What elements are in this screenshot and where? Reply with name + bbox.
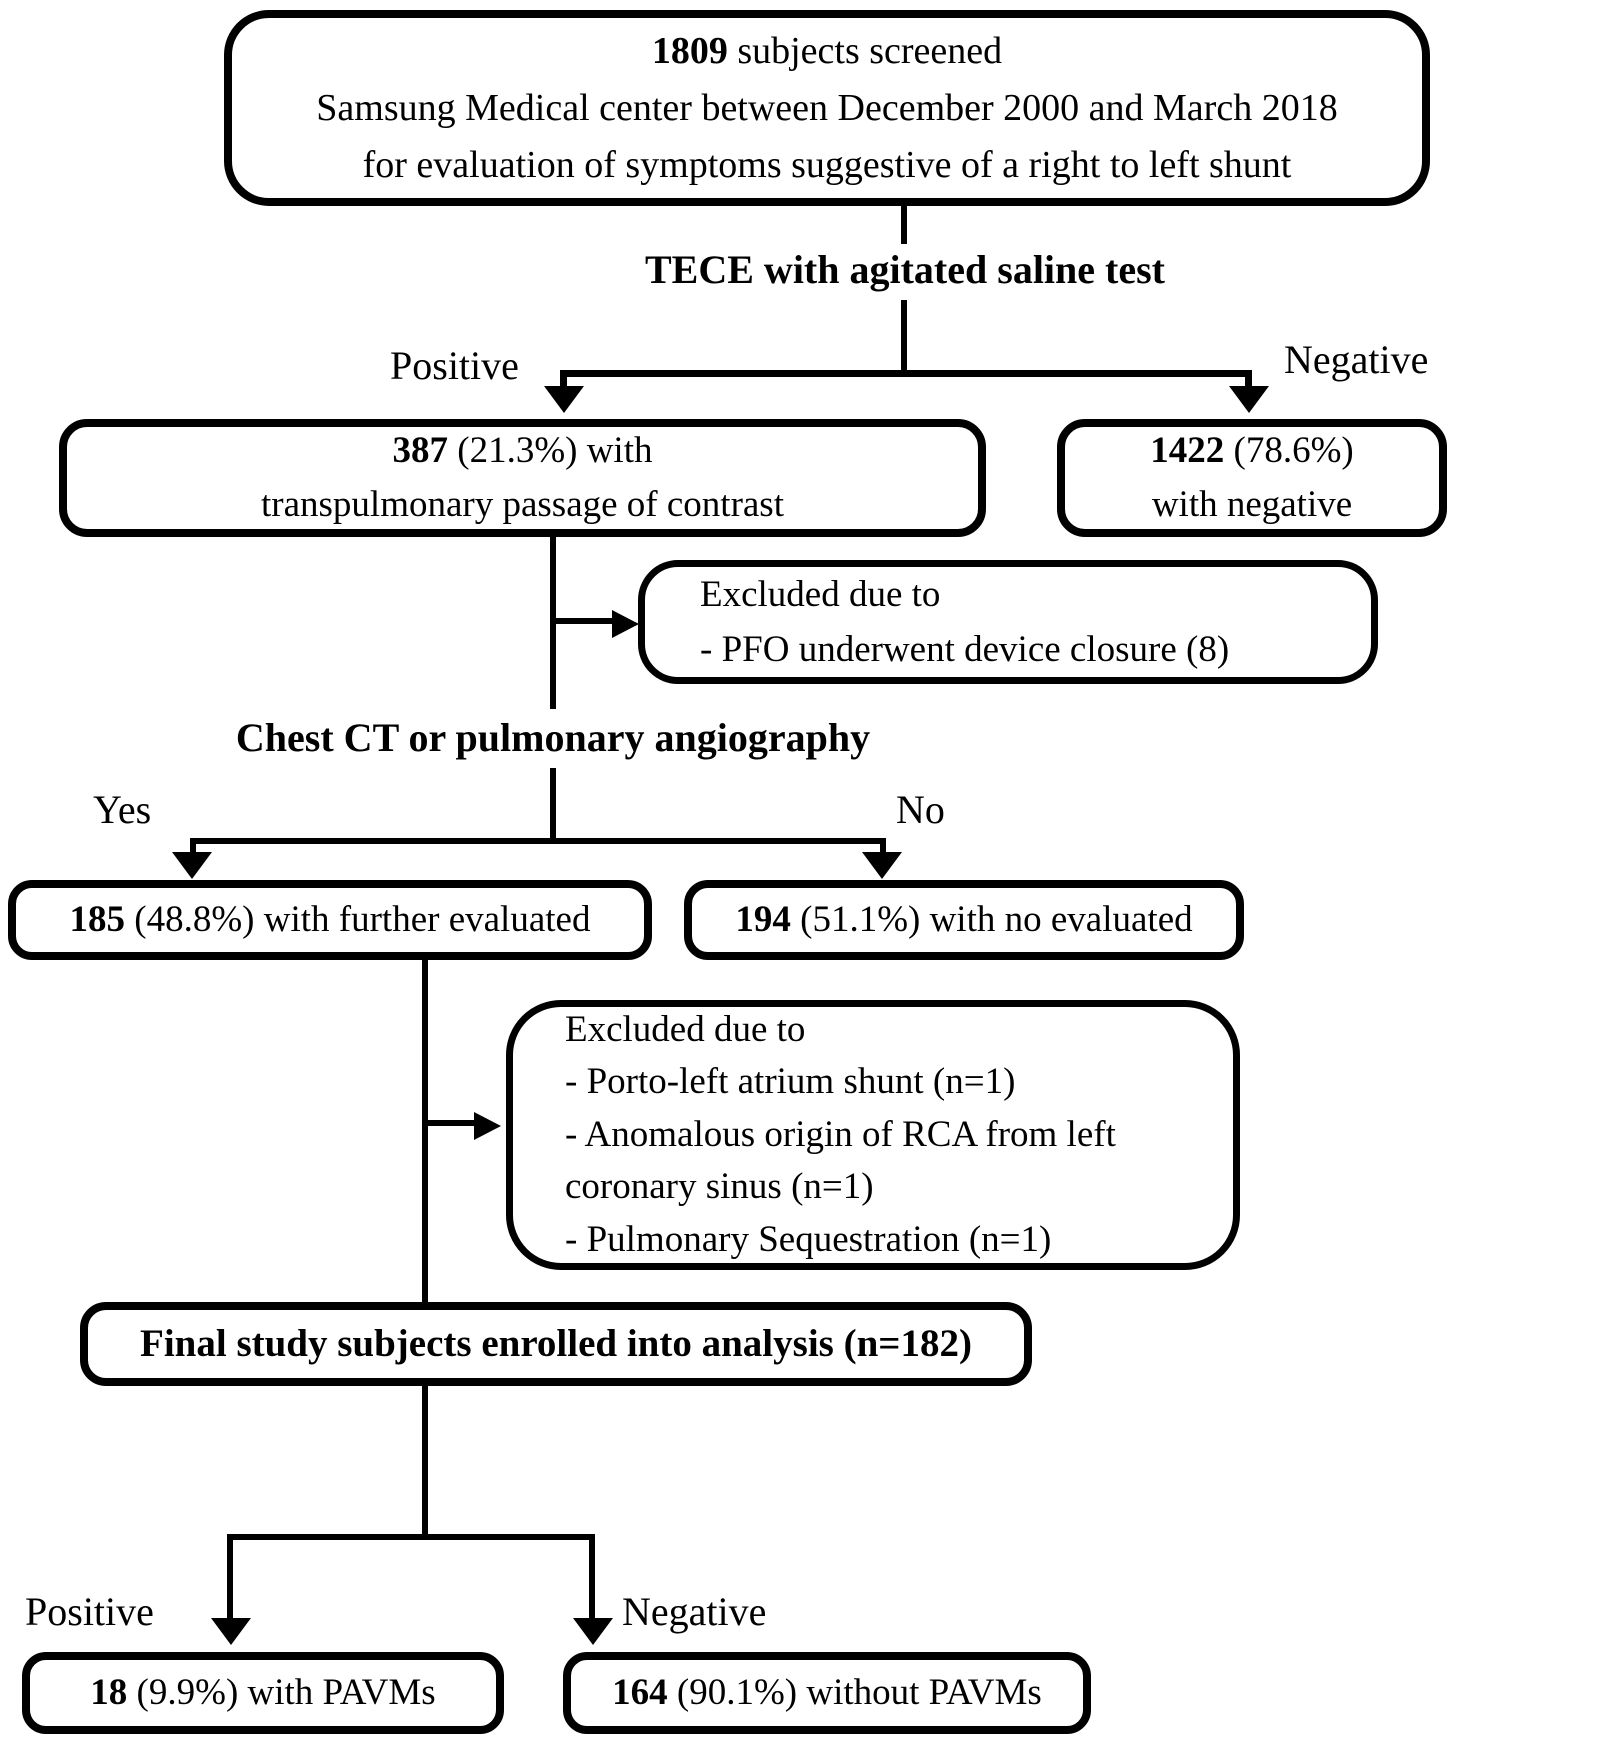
excluded-pfo-line2: - PFO underwent device closure (8)	[700, 629, 1230, 670]
label-tece-test: TECE with agitated saline test	[645, 247, 1165, 292]
excluded-other-line3: - Anomalous origin of RCA from left	[565, 1113, 1116, 1155]
arrow-stem-pavm-negative	[589, 1534, 595, 1620]
label-branch-negative-pavm: Negative	[622, 1589, 767, 1634]
label-branch-positive: Positive	[390, 343, 519, 388]
screened-line2: Samsung Medical center between December …	[316, 86, 1338, 129]
label-chest-ct: Chest CT or pulmonary angiography	[235, 715, 871, 760]
arrowhead-down-icon	[172, 852, 212, 879]
tece-positive-line2: transpulmonary passage of contrast	[261, 484, 784, 525]
node-final-enrolled: Final study subjects enrolled into analy…	[80, 1302, 1032, 1386]
arrowhead-down-icon	[1229, 386, 1269, 413]
pavm-negative-line: 164 (90.1%) without PAVMs	[612, 1672, 1042, 1714]
node-subjects-screened: 1809 subjects screened Samsung Medical c…	[224, 10, 1430, 206]
pavm-positive-line: 18 (9.9%) with PAVMs	[90, 1672, 436, 1714]
tece-positive-count: 387	[392, 430, 449, 472]
ct-no-count: 194	[735, 899, 791, 941]
final-line: Final study subjects enrolled into analy…	[140, 1321, 972, 1365]
excluded-other-line2: - Porto-left atrium shunt (n=1)	[565, 1061, 1016, 1103]
node-excluded-pfo: Excluded due to - PFO underwent device c…	[638, 560, 1378, 684]
arrow-stem-tece-positive	[560, 370, 567, 388]
arrow-stem-ct-no	[880, 838, 886, 854]
arrowhead-down-icon	[544, 386, 584, 413]
node-ct-not-evaluated: 194 (51.1%) with no evaluated	[684, 880, 1244, 960]
branch-line-chestct	[193, 838, 883, 844]
node-tece-negative: 1422 (78.6%) with negative	[1057, 419, 1447, 537]
arrow-stem-pavm-positive	[227, 1534, 233, 1620]
node-without-pavms: 164 (90.1%) without PAVMs	[563, 1652, 1091, 1734]
branch-line-pavm	[230, 1534, 594, 1540]
pavm-negative-count: 164	[612, 1672, 668, 1714]
node-excluded-other: Excluded due to - Porto-left atrium shun…	[506, 1000, 1240, 1270]
connector-tece-to-branch	[901, 300, 907, 374]
tece-positive-line1: 387 (21.3%) with	[392, 430, 653, 472]
excluded-other-line1: Excluded due to	[565, 1008, 806, 1050]
node-with-pavms: 18 (9.9%) with PAVMs	[22, 1652, 504, 1734]
arrow-stem-excluded-pfo	[550, 618, 614, 624]
node-ct-evaluated: 185 (48.8%) with further evaluated	[8, 880, 652, 960]
connector-evaluated-to-final	[422, 960, 428, 1302]
excluded-other-line4: coronary sinus (n=1)	[565, 1166, 874, 1208]
arrowhead-down-icon	[211, 1618, 251, 1645]
tece-negative-count: 1422	[1150, 430, 1225, 472]
pavm-positive-count: 18	[90, 1672, 128, 1714]
excluded-other-line5: - Pulmonary Sequestration (n=1)	[565, 1218, 1052, 1260]
screened-count: 1809	[651, 29, 728, 72]
arrow-stem-tece-negative	[1245, 370, 1252, 388]
label-branch-no: No	[896, 787, 945, 832]
connector-final-to-branch	[422, 1386, 428, 1538]
tece-negative-line1: 1422 (78.6%)	[1150, 430, 1354, 472]
connector-screened-to-tece	[901, 206, 907, 244]
tece-negative-line2: with negative	[1151, 484, 1353, 525]
connector-chestct-to-branch	[550, 768, 556, 842]
arrow-stem-excluded-other	[422, 1120, 478, 1126]
ct-yes-count: 185	[69, 899, 126, 941]
branch-line-tece	[560, 370, 1252, 377]
arrow-stem-ct-yes	[190, 838, 196, 854]
label-branch-negative: Negative	[1284, 337, 1429, 382]
ct-yes-line: 185 (48.8%) with further evaluated	[69, 899, 591, 941]
screened-line3: for evaluation of symptoms suggestive of…	[362, 143, 1292, 186]
node-tece-positive: 387 (21.3%) with transpulmonary passage …	[59, 419, 986, 537]
arrowhead-right-icon	[474, 1112, 501, 1140]
screened-line1: 1809 subjects screened	[651, 29, 1003, 72]
label-branch-yes: Yes	[93, 787, 152, 832]
ct-no-line: 194 (51.1%) with no evaluated	[735, 899, 1193, 941]
arrowhead-right-icon	[612, 610, 639, 638]
arrowhead-down-icon	[573, 1618, 613, 1645]
excluded-pfo-line1: Excluded due to	[700, 573, 941, 615]
label-branch-positive-pavm: Positive	[25, 1589, 154, 1634]
arrowhead-down-icon	[862, 852, 902, 879]
